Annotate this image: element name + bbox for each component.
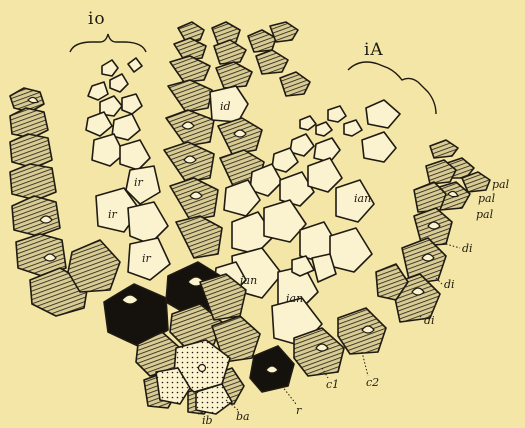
right-arm-column xyxy=(376,140,490,322)
label-ian-3: ian xyxy=(286,292,303,305)
label-di-2: di xyxy=(444,278,455,291)
brace-io xyxy=(70,34,146,52)
label-pal-2: pal xyxy=(478,192,496,205)
label-di-3: di xyxy=(424,314,435,327)
label-pal-1: pal xyxy=(492,178,510,191)
leader-di-1 xyxy=(446,244,460,248)
label-pal-3: pal xyxy=(476,208,494,221)
leader-r xyxy=(282,386,296,404)
label-r: r xyxy=(296,404,302,417)
label-ia: iA xyxy=(364,40,384,60)
label-ian-1: ian xyxy=(354,192,371,205)
label-ir-2: ir xyxy=(108,208,118,221)
label-c2: c2 xyxy=(366,376,379,389)
leader-c2 xyxy=(362,352,368,376)
label-ba: ba xyxy=(236,410,250,423)
label-io: io xyxy=(88,9,106,29)
label-ir-3: ir xyxy=(142,252,152,265)
label-ib: ib xyxy=(202,414,213,427)
label-di-1: di xyxy=(462,242,473,255)
label-c1: c1 xyxy=(326,378,339,391)
label-ian-2: ian xyxy=(240,274,257,287)
label-ir-1: ir xyxy=(134,176,144,189)
label-id: id xyxy=(220,100,231,113)
